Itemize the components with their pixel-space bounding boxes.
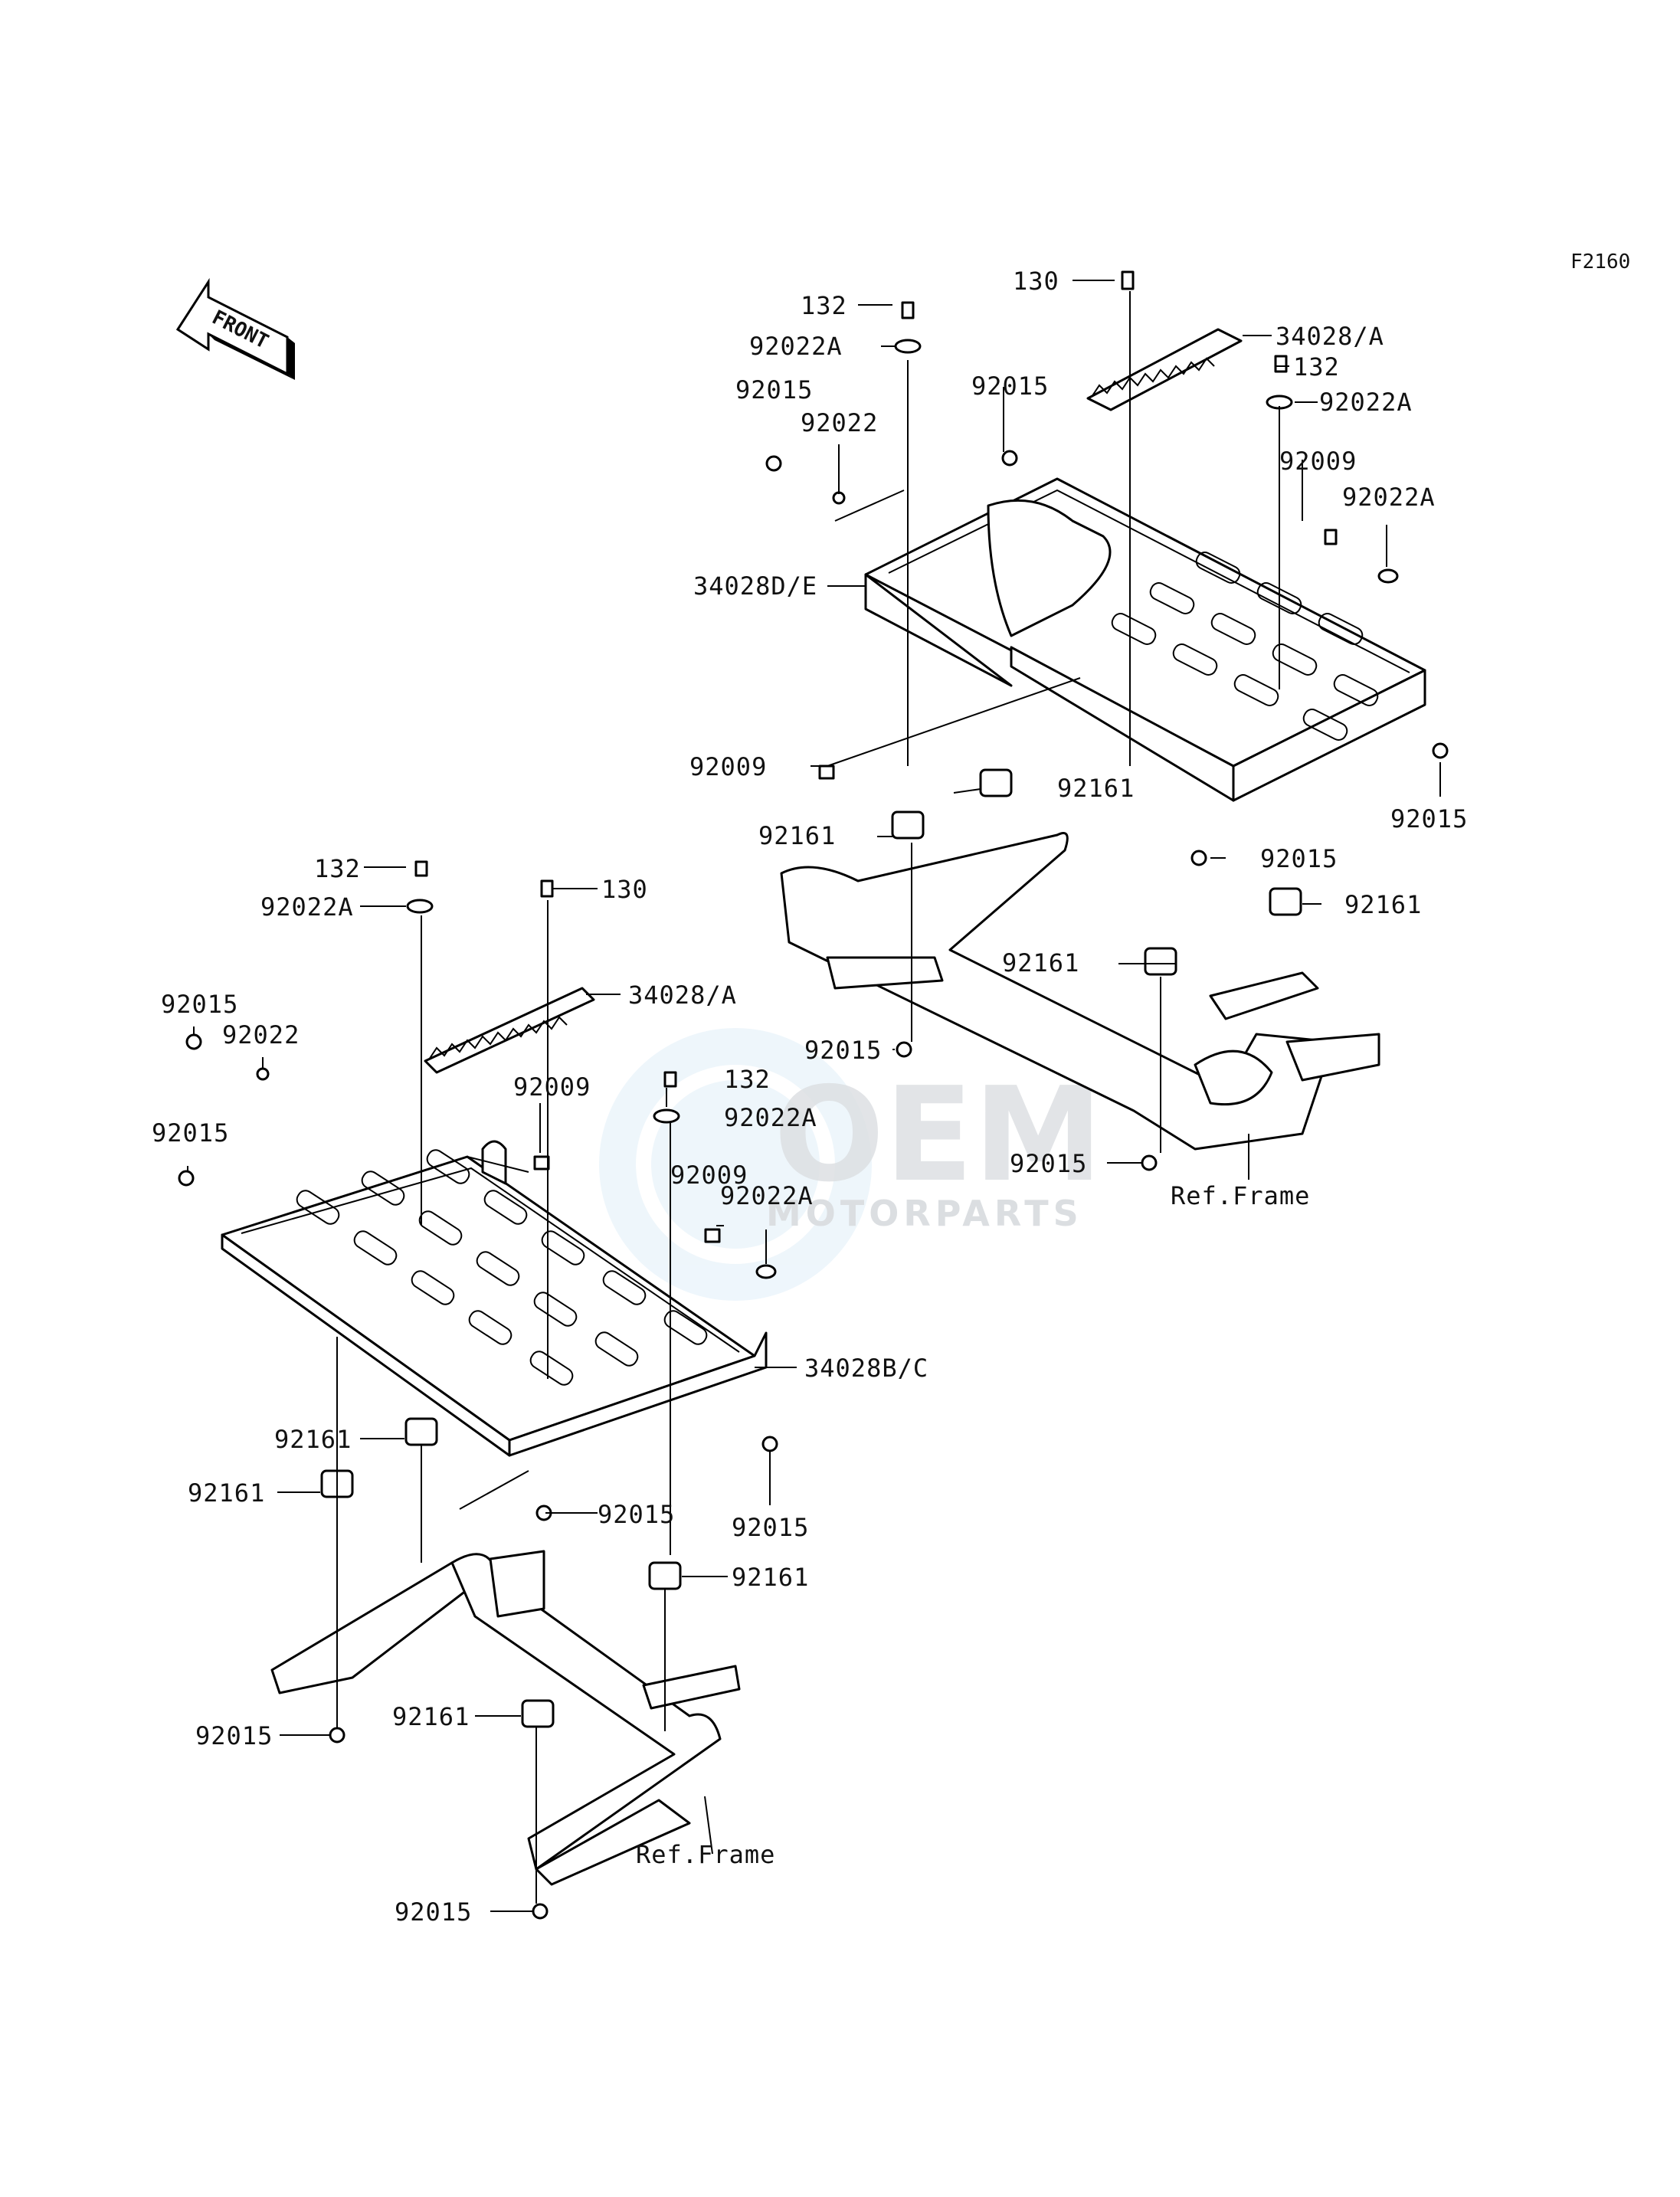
label-92022A: 92022A [1342, 483, 1436, 512]
label-92015: 92015 [971, 372, 1049, 401]
label-34028DE: 34028D/E [693, 571, 817, 601]
label-92015: 92015 [598, 1500, 675, 1529]
label-92022: 92022 [222, 1020, 300, 1049]
label-92161: 92161 [1057, 774, 1135, 803]
watermark-tagline: MOTORPARTS [766, 1193, 1083, 1234]
front-carrier-assembly: 132 130 92022A 34028/A 92015 92022 92015… [152, 854, 928, 1927]
label-92161: 92161 [392, 1702, 470, 1731]
label-92015: 92015 [161, 990, 238, 1019]
label-92009: 92009 [1279, 447, 1357, 476]
label-34028A: 34028/A [1276, 322, 1384, 351]
label-92161: 92161 [274, 1425, 352, 1454]
label-92009: 92009 [689, 752, 767, 781]
label-92015: 92015 [195, 1721, 273, 1750]
label-92022A: 92022A [720, 1181, 814, 1210]
label-92009: 92009 [670, 1161, 748, 1190]
label-92022A: 92022A [260, 892, 354, 922]
label-ref-frame: Ref.Frame [636, 1840, 775, 1869]
label-92161: 92161 [1344, 890, 1422, 919]
label-92161: 92161 [758, 821, 836, 850]
label-92022A: 92022A [1319, 388, 1413, 417]
label-92022A: 92022A [724, 1103, 817, 1132]
label-92161: 92161 [732, 1563, 809, 1592]
rear-carrier-assembly: 132 92022A 92015 92022 130 34028/A 132 9… [689, 267, 1468, 1210]
label-92015: 92015 [804, 1036, 882, 1065]
figure-code: F2160 [1570, 250, 1630, 273]
label-132: 132 [724, 1065, 771, 1094]
label-92015: 92015 [735, 375, 813, 404]
watermark-brand: OEM [774, 1059, 1103, 1211]
label-92161: 92161 [1002, 948, 1079, 977]
label-92161: 92161 [188, 1478, 265, 1508]
front-direction-arrow-icon: FRONT [175, 277, 295, 380]
label-92015: 92015 [152, 1118, 229, 1148]
label-92009: 92009 [513, 1072, 591, 1102]
label-130: 130 [601, 875, 648, 904]
label-92015: 92015 [395, 1897, 472, 1927]
label-92015: 92015 [732, 1513, 809, 1542]
label-132: 132 [801, 291, 847, 320]
label-132: 132 [314, 854, 361, 883]
label-92022A: 92022A [749, 332, 843, 361]
label-92015: 92015 [1010, 1149, 1087, 1178]
label-34028A: 34028/A [628, 981, 737, 1010]
label-92015: 92015 [1260, 844, 1338, 873]
label-ref-frame: Ref.Frame [1171, 1181, 1310, 1210]
label-92015: 92015 [1390, 804, 1468, 833]
label-130: 130 [1013, 267, 1059, 296]
label-92022: 92022 [801, 408, 878, 437]
label-34028BC: 34028B/C [804, 1354, 928, 1383]
label-132: 132 [1293, 352, 1340, 381]
